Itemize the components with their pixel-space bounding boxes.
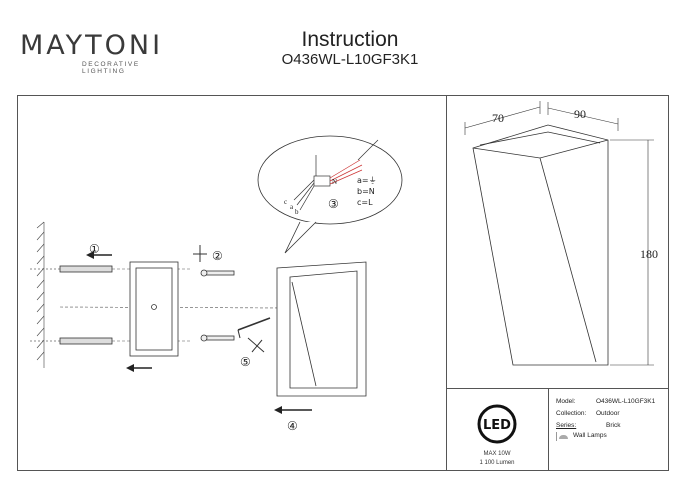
lamp-side-view: [276, 261, 367, 397]
spec-series-label: Series:: [556, 422, 577, 429]
brand-tagline: DECORATIVE LIGHTING: [82, 61, 140, 75]
led-label: LED: [483, 418, 511, 433]
wiring-label-n: N: [332, 178, 337, 186]
screws: [200, 269, 235, 342]
dimension-height: 180: [640, 247, 658, 261]
spec-collection-value: Outdoor: [596, 410, 620, 417]
model-code: O436WL-L10GF3K1: [281, 51, 419, 69]
step-2: ②: [212, 249, 223, 263]
wiring-letter-a: a: [290, 203, 294, 211]
frame-divider-horizontal: [446, 388, 669, 389]
page-title: Instruction: [301, 28, 399, 51]
brand-name: MAYTONI: [20, 30, 164, 61]
brand-logo: MAYTONI DECORATIVE LIGHTING: [20, 32, 170, 75]
wiring-detail: [293, 139, 379, 211]
wiring-letter-b: b: [295, 208, 299, 216]
mounting-plate: [129, 261, 179, 357]
power-rating: MAX 10W: [483, 451, 511, 457]
wiring-key-a: a=⏚: [357, 176, 377, 185]
spec-series-value: Brick: [606, 422, 621, 429]
spec-model-value: O436WL-L10GF3K1: [596, 398, 656, 405]
drawing-frame: [17, 95, 669, 471]
wiring-key-c: c=L: [357, 198, 373, 207]
step-5: ⑤: [240, 355, 251, 369]
dimension-drawing-lamp: [472, 124, 609, 366]
led-badge-panel: LED MAX 10W 1 100 Lumen: [446, 389, 548, 471]
spec-model-label: Model:: [556, 398, 576, 405]
wiring-key-b: b=N: [357, 187, 375, 196]
lumen-rating: 1 100 Lumen: [479, 460, 515, 466]
step-4: ④: [287, 419, 298, 433]
spec-series: Series: Brick: [556, 422, 620, 429]
screwdriver-icon: [193, 245, 271, 353]
wall-anchors: [30, 265, 113, 345]
spec-type: Wall Lamps: [556, 432, 607, 441]
spec-collection: Collection: Outdoor: [556, 410, 620, 417]
spec-model: Model: O436WL-L10GF3K1: [556, 398, 655, 405]
dimension-width: 70: [492, 111, 504, 125]
document-header: Instruction O436WL-L10GF3K1: [200, 28, 500, 69]
led-icon: LED: [477, 404, 517, 444]
wiring-callout: [257, 135, 403, 254]
wiring-letter-c: c: [284, 198, 287, 206]
wall-lamp-icon: [556, 432, 570, 441]
dimension-depth: 90: [574, 107, 586, 121]
dimension-lines: [464, 101, 654, 366]
frame-divider-spec: [548, 388, 549, 471]
step-1: ①: [89, 242, 100, 256]
spec-collection-label: Collection:: [556, 410, 587, 417]
spec-type-value: Wall Lamps: [573, 432, 607, 439]
wall-hatch: [36, 221, 45, 368]
arrow-out: [86, 251, 312, 414]
frame-divider-vertical: [446, 95, 447, 471]
step-3: ③: [328, 197, 339, 211]
